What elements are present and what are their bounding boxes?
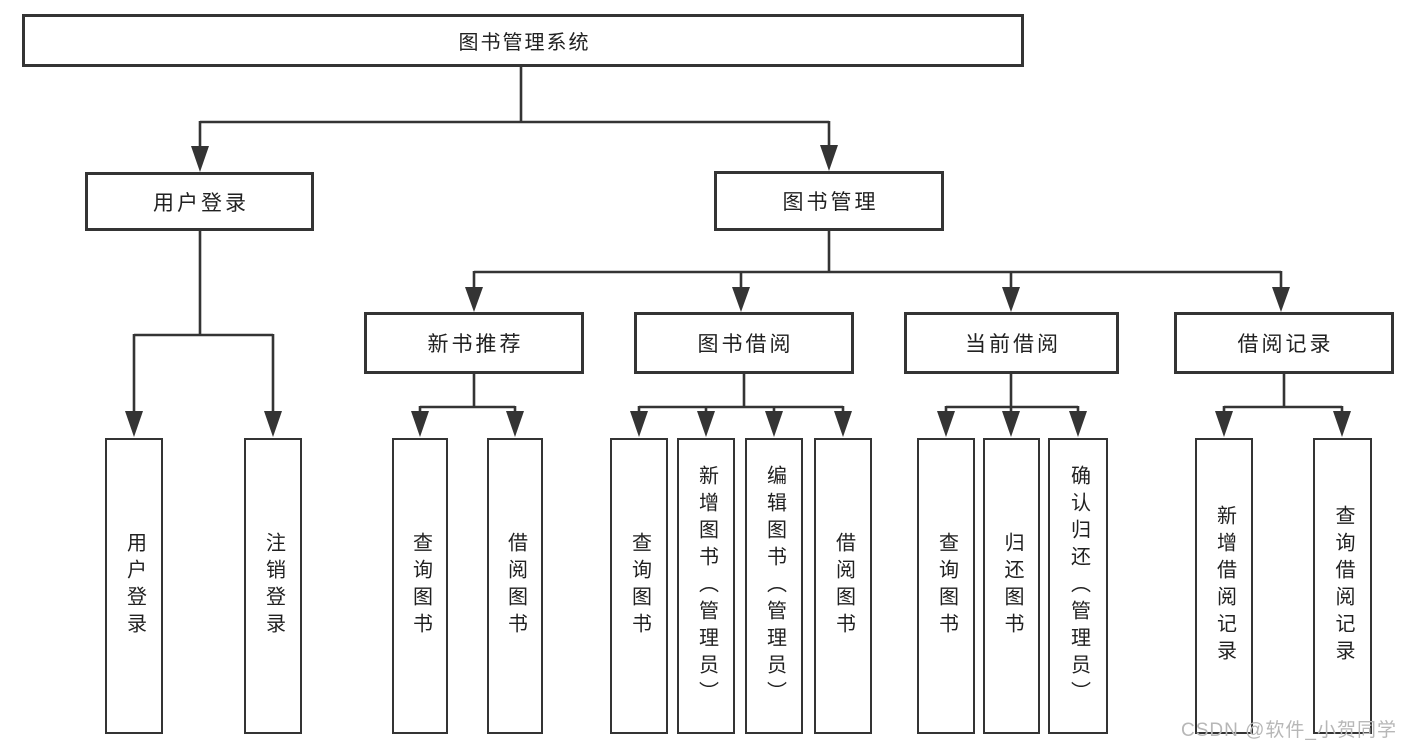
leaf-record-query-borrow-record-label: 查询借阅记录 [1332,505,1354,667]
leaf-newrec-borrow-book-label: 借阅图书 [504,532,527,640]
leaf-newrec-borrow-book: 借阅图书 [487,438,543,734]
leaf-current-confirm-return-admin-label: 确认归还（管理员） [1067,464,1090,708]
leaf-current-query-book-label: 查询图书 [935,532,958,640]
node-borrowing-records: 借阅记录 [1174,312,1394,374]
leaf-current-return-book-label: 归还图书 [1001,532,1023,640]
node-library-management-system: 图书管理系统 [22,14,1024,67]
node-book-borrowing: 图书借阅 [634,312,854,374]
leaf-current-return-book: 归还图书 [983,438,1040,734]
node-current-borrowing: 当前借阅 [904,312,1119,374]
node-user-login: 用户登录 [85,172,314,231]
leaf-borrow-edit-book-admin: 编辑图书（管理员） [745,438,803,734]
leaf-user-login: 用户登录 [105,438,163,734]
leaf-borrow-add-book-admin: 新增图书（管理员） [677,438,735,734]
leaf-newrec-query-book-label: 查询图书 [409,532,432,640]
csdn-watermark: CSDN @软件_小贺同学 [1181,720,1397,741]
leaf-current-query-book: 查询图书 [917,438,975,734]
leaf-current-confirm-return-admin: 确认归还（管理员） [1048,438,1108,734]
leaf-logout-label: 注销登录 [262,532,285,640]
leaf-borrow-borrow-book-label: 借阅图书 [832,532,855,640]
node-new-book-recommendation: 新书推荐 [364,312,584,374]
leaf-record-add-borrow-record-label: 新增借阅记录 [1213,505,1236,667]
leaf-newrec-query-book: 查询图书 [392,438,448,734]
leaf-record-add-borrow-record: 新增借阅记录 [1195,438,1253,734]
leaf-borrow-borrow-book: 借阅图书 [814,438,872,734]
leaf-borrow-add-book-admin-label: 新增图书（管理员） [695,464,718,708]
leaf-user-login-label: 用户登录 [123,532,146,640]
leaf-record-query-borrow-record: 查询借阅记录 [1313,438,1372,734]
leaf-borrow-edit-book-admin-label: 编辑图书（管理员） [763,464,786,708]
leaf-borrow-query-book-label: 查询图书 [628,532,651,640]
leaf-borrow-query-book: 查询图书 [610,438,668,734]
leaf-logout: 注销登录 [244,438,302,734]
node-book-management: 图书管理 [714,171,944,231]
